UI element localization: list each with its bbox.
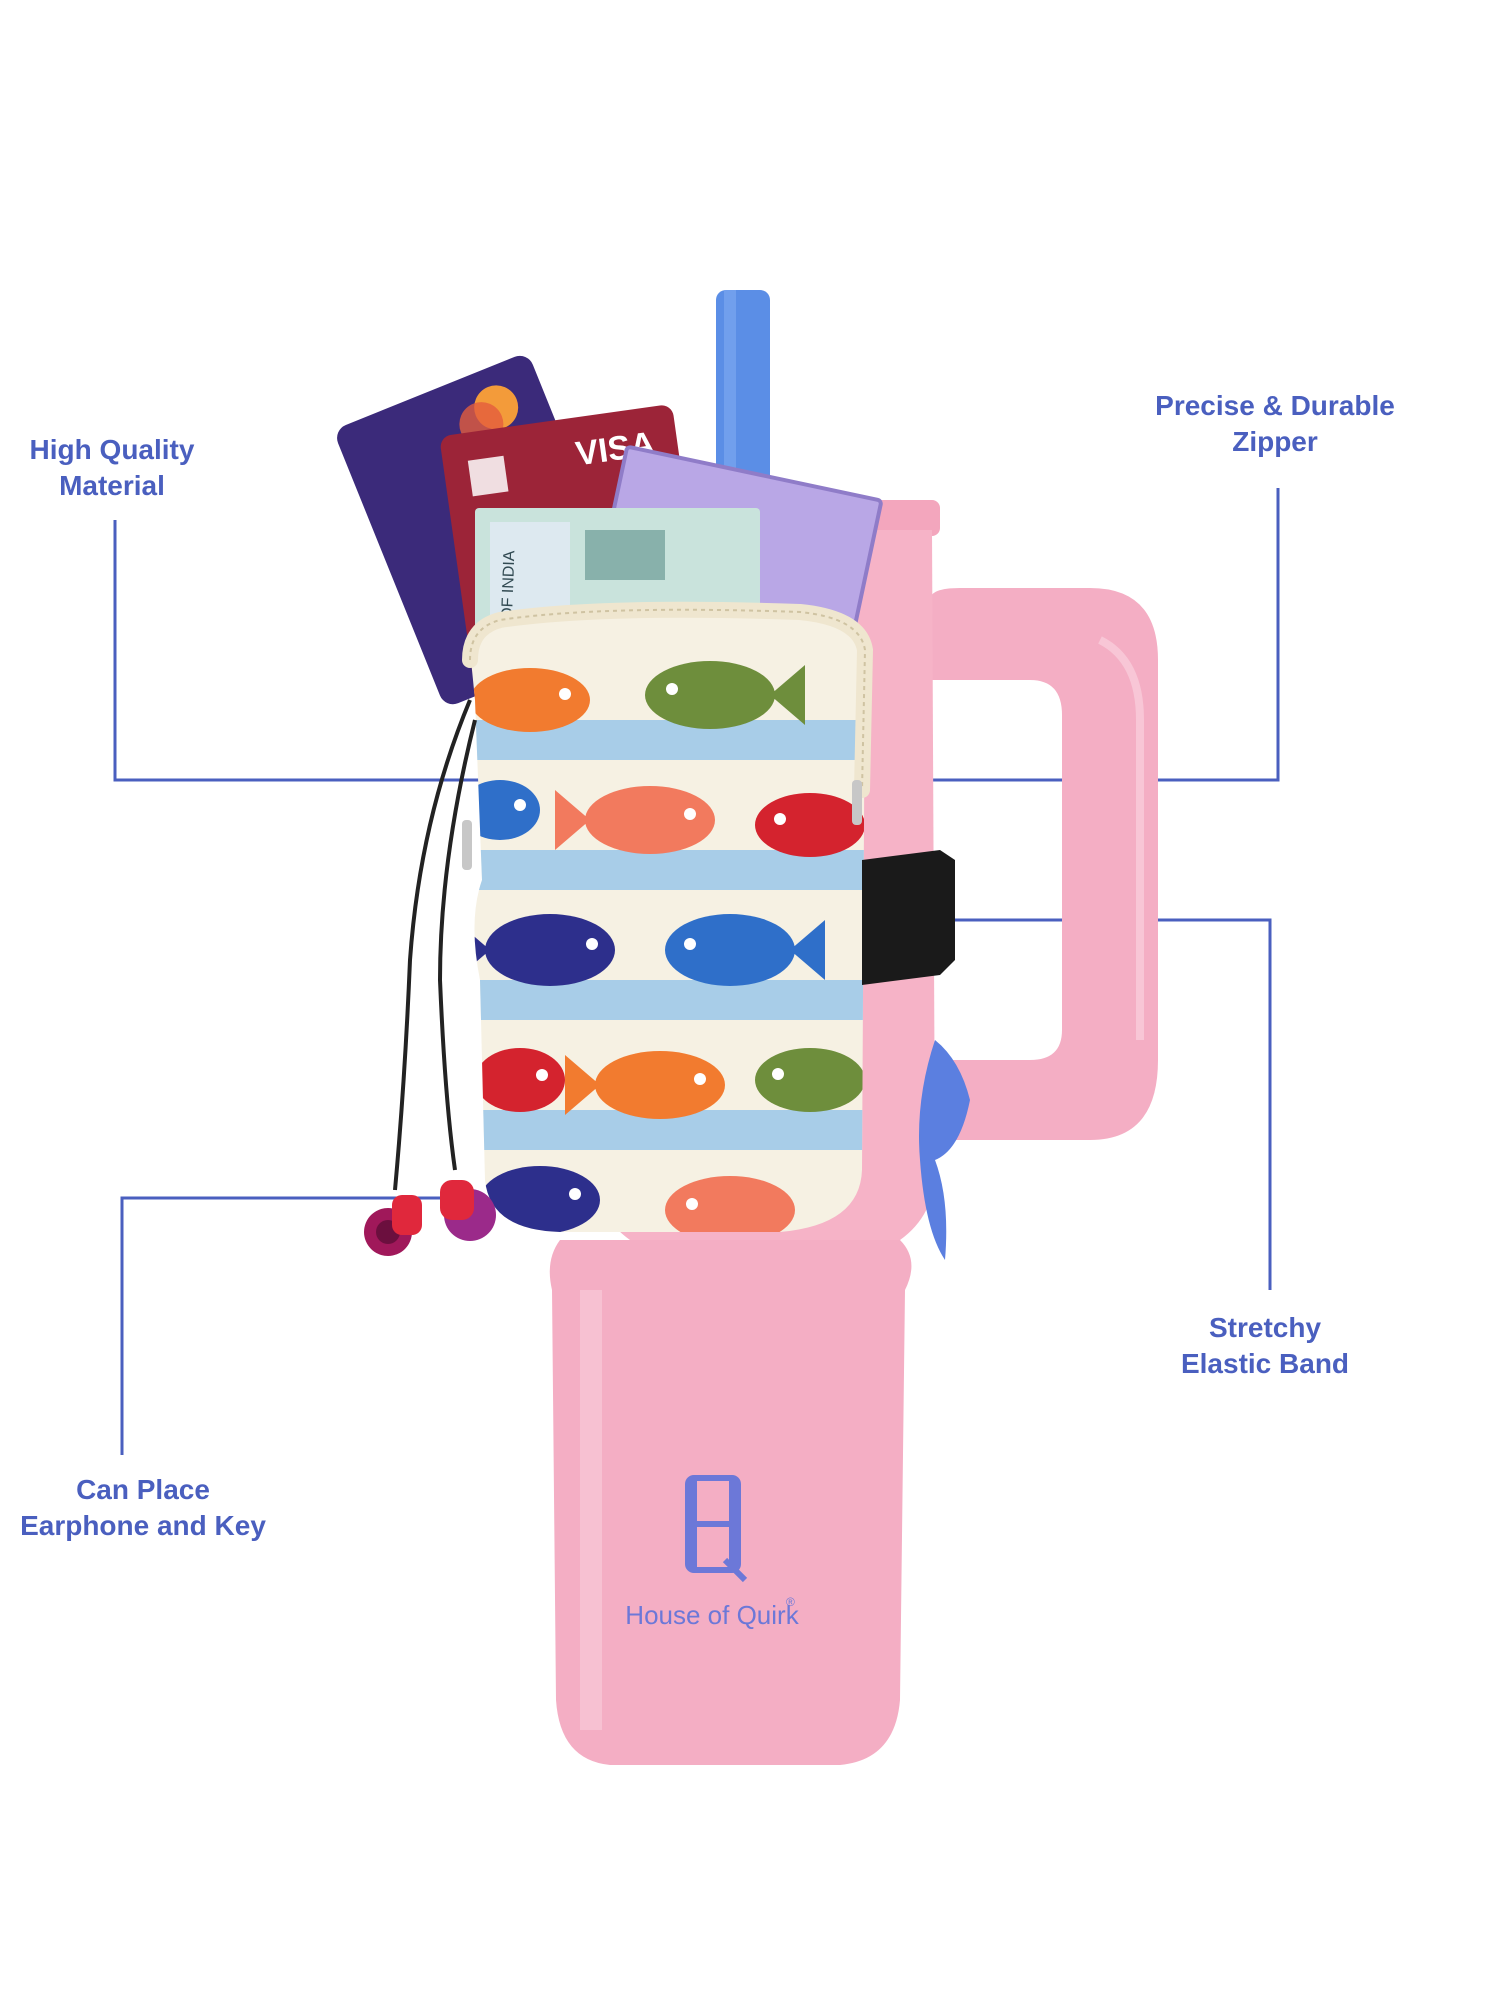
fish-pattern [470,661,865,1232]
house-of-quirk-logo-icon [685,1475,748,1583]
earphones-icon [364,699,496,1256]
leader-zipper [858,488,1280,782]
tumbler-handle [930,588,1158,1140]
note-text: OF INDIA [499,550,518,620]
callout-high-quality-material: High Quality Material [22,432,202,504]
handle-clip [919,1040,970,1260]
brand-wordmark: House of Quirk [625,1600,799,1630]
zipper-pull-icon [852,780,862,825]
leader-earphone [120,1196,460,1455]
callout-band-line2: Elastic Band [1180,1348,1350,1379]
elastic-band [862,850,955,985]
zipper-pull-left-icon [462,820,472,870]
callout-material-line2: Material [59,470,165,501]
callout-earphone-line1: Can Place [76,1474,210,1505]
leader-material [113,520,510,782]
callout-band-line1: Stretchy [1208,1312,1322,1343]
callout-earphone-line2: Earphone and Key [20,1510,266,1541]
callout-earphone-key: Can Place Earphone and Key [8,1472,278,1544]
callout-elastic-band: Stretchy Elastic Band [1170,1310,1360,1382]
callout-zipper-line2: Zipper [1232,426,1318,457]
callout-leader-lines [113,488,1280,1455]
callout-material-line1: High Quality [29,434,195,465]
fish-print-pouch [462,601,874,1232]
registered-mark: ® [786,1595,795,1609]
callout-zipper-line1: Precise & Durable [1155,390,1395,421]
callout-durable-zipper: Precise & Durable Zipper [1140,388,1410,460]
leader-band [940,918,1272,1290]
